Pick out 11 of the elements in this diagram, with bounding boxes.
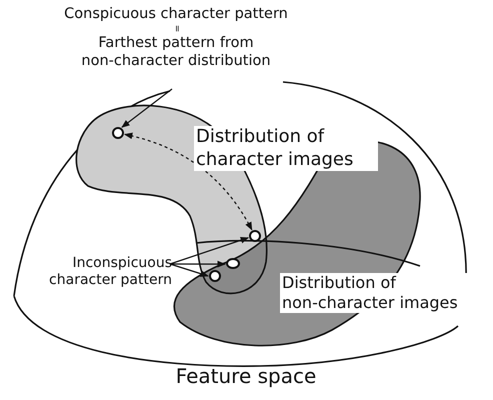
arrow <box>170 260 226 268</box>
annotation-text: Farthest pattern from non-character distribution <box>80 35 272 70</box>
annotation-text: Conspicuous character pattern <box>64 6 288 24</box>
dotted-arrow <box>124 132 252 230</box>
caption-text: Feature space <box>174 364 318 389</box>
arrow <box>170 236 250 265</box>
region-label: Distribution of character images <box>194 126 378 171</box>
equals-sign: = <box>172 25 180 33</box>
arrow <box>121 88 172 128</box>
arrow <box>170 263 209 277</box>
annotation-text: Inconspicuous character pattern <box>48 255 172 289</box>
